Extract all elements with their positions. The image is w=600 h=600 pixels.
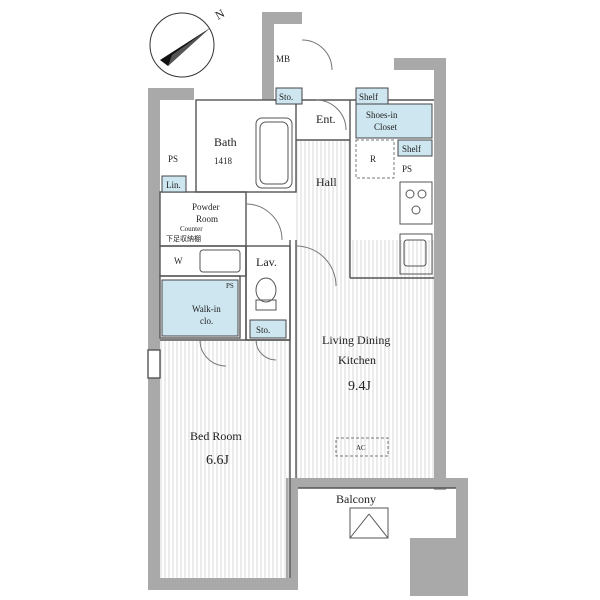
room-label-bath-size: 1418 — [214, 156, 233, 166]
room-label-sto-mid: Sto. — [256, 325, 270, 335]
room-label-bath: Bath — [214, 135, 237, 149]
room-label-washer: W — [174, 256, 183, 266]
room-label-mb: MB — [276, 54, 290, 64]
stove-icon — [399, 181, 433, 225]
compass-north-label: N — [213, 6, 228, 23]
room-label-shoes-closet-1: Shoes-in — [366, 110, 398, 120]
room-label-shoes-closet-2: Closet — [374, 122, 398, 132]
shelf-right-box — [397, 139, 433, 157]
room-label-ldk-2: Kitchen — [338, 353, 376, 367]
room-label-hall: Hall — [316, 175, 337, 189]
room-label-ps-mid: PS — [226, 282, 234, 290]
exterior-walls — [148, 12, 468, 596]
room-label-shelf-top: Shelf — [359, 92, 378, 102]
room-label-bedroom-size: 6.6J — [206, 453, 230, 468]
interior-walls — [147, 99, 456, 578]
compass-icon: N — [149, 6, 228, 78]
refrigerator-icon — [355, 139, 395, 179]
room-label-powder-1: Powder — [192, 202, 220, 212]
room-label-entrance: Ent. — [316, 112, 336, 126]
room-label-lin: Lin. — [166, 180, 181, 190]
room-label-walkin-2: clo. — [200, 316, 213, 326]
room-label-lav: Lav. — [256, 255, 277, 269]
room-label-sto-top: Sto. — [279, 92, 293, 102]
walkin-box — [161, 279, 239, 337]
room-label-counter: Counter — [180, 225, 203, 233]
room-label-bedroom: Bed Room — [190, 429, 242, 443]
room-label-shelf-right: Shelf — [402, 144, 421, 154]
room-label-walkin-1: Walk-in — [192, 304, 221, 314]
sto-top-box — [275, 87, 303, 105]
shoes-closet-box — [355, 103, 433, 139]
room-label-ps-right: PS — [402, 164, 412, 174]
room-label-balcony: Balcony — [336, 492, 376, 506]
room-label-ldk-size: 9.4J — [348, 379, 372, 394]
balcony-hatch-icon — [349, 507, 389, 539]
toilet-icon — [255, 277, 277, 311]
storage-areas — [161, 87, 433, 339]
ldk-floor — [296, 240, 434, 478]
sto-mid-box — [249, 319, 287, 339]
room-label-ac: AC — [356, 444, 366, 452]
bathtub-icon — [255, 117, 293, 189]
door-swings — [199, 39, 347, 367]
room-label-powder-2: Room — [196, 214, 218, 224]
room-label-refrigerator: R — [370, 154, 376, 164]
bedroom-floor — [160, 340, 290, 578]
hall-floor — [296, 140, 351, 240]
washbasin-icon — [199, 249, 241, 273]
room-label-ps-left: PS — [168, 154, 178, 164]
room-label-ldk-1: Living Dining — [322, 333, 390, 347]
room-label-counter-note: 下足収納棚 — [166, 234, 201, 243]
sink-icon — [399, 233, 433, 275]
ac-unit — [335, 437, 389, 457]
lin-box — [161, 175, 187, 193]
